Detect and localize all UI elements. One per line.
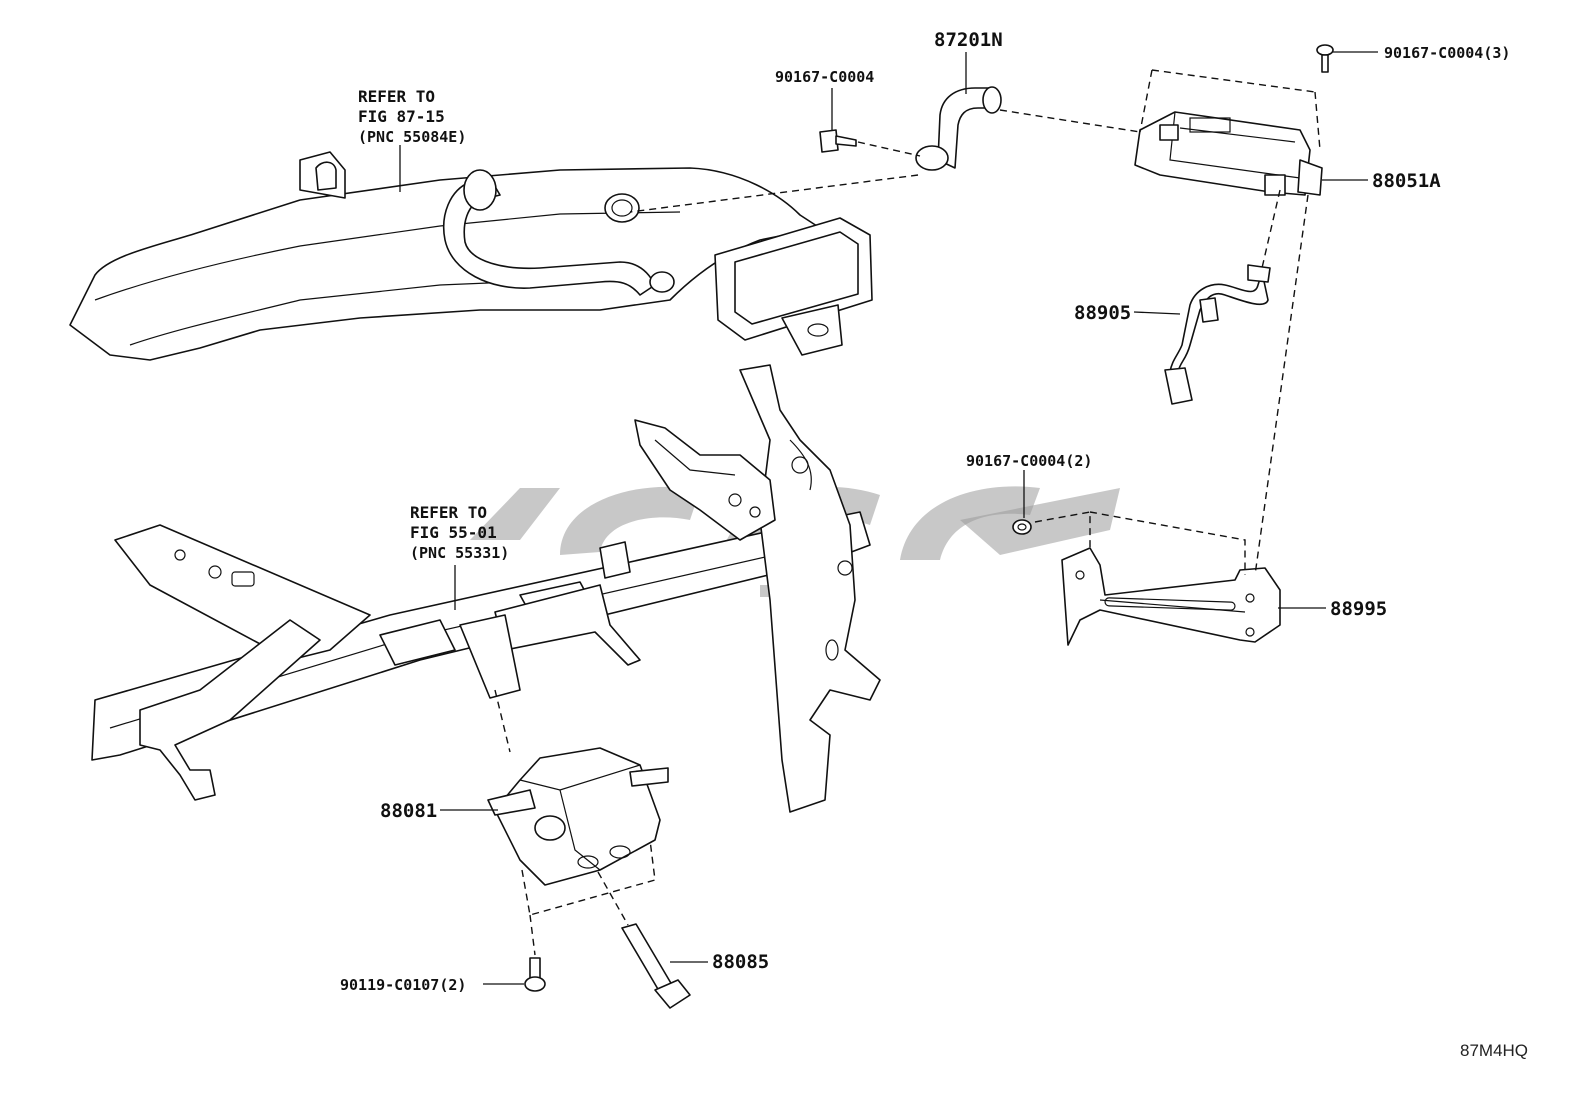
callout-88995: 88995 — [1330, 598, 1387, 620]
ref-note-2-line-1: REFER TO — [410, 503, 487, 522]
callout-88905: 88905 — [1074, 302, 1131, 324]
callout-90167-3: 90167-C0004(3) — [1384, 44, 1510, 62]
callout-88051A: 88051A — [1372, 170, 1441, 192]
ref-note-1-line-1: REFER TO — [358, 87, 435, 106]
assembly-lines — [494, 69, 1321, 956]
diagram-code: 87M4HQ — [1460, 1041, 1528, 1060]
callout-88085: 88085 — [712, 951, 769, 973]
callout-90119: 90119-C0107(2) — [340, 976, 466, 994]
part-88081-sensor — [487, 747, 669, 886]
bolt-90167-left — [819, 129, 857, 153]
ref-note-2-line-3: (PNC 55331) — [410, 544, 509, 562]
instrument-panel-reinforcement — [91, 364, 881, 813]
air-duct-assembly — [69, 151, 873, 361]
callout-87201N: 87201N — [934, 29, 1003, 51]
part-88995-bracket — [1061, 547, 1281, 646]
part-88905-harness — [1164, 264, 1271, 405]
ref-note-1-line-3: (PNC 55084E) — [358, 128, 466, 146]
bolt-90119 — [524, 957, 546, 992]
callout-90167-2: 90167-C0004(2) — [966, 452, 1092, 470]
leader-lines — [399, 51, 1378, 985]
callout-90167-top: 90167-C0004 — [775, 68, 874, 86]
callout-88081: 88081 — [380, 800, 437, 822]
part-87201N-hose — [915, 86, 1002, 171]
ref-note-1-line-2: FIG 87-15 — [358, 107, 445, 126]
bolt-90167-3 — [1316, 44, 1334, 73]
nut-90167-2 — [1012, 519, 1032, 535]
part-88085-bolt — [621, 923, 691, 1009]
ref-note-2-line-2: FIG 55-01 — [410, 523, 497, 542]
part-88051A-module — [1134, 111, 1323, 196]
